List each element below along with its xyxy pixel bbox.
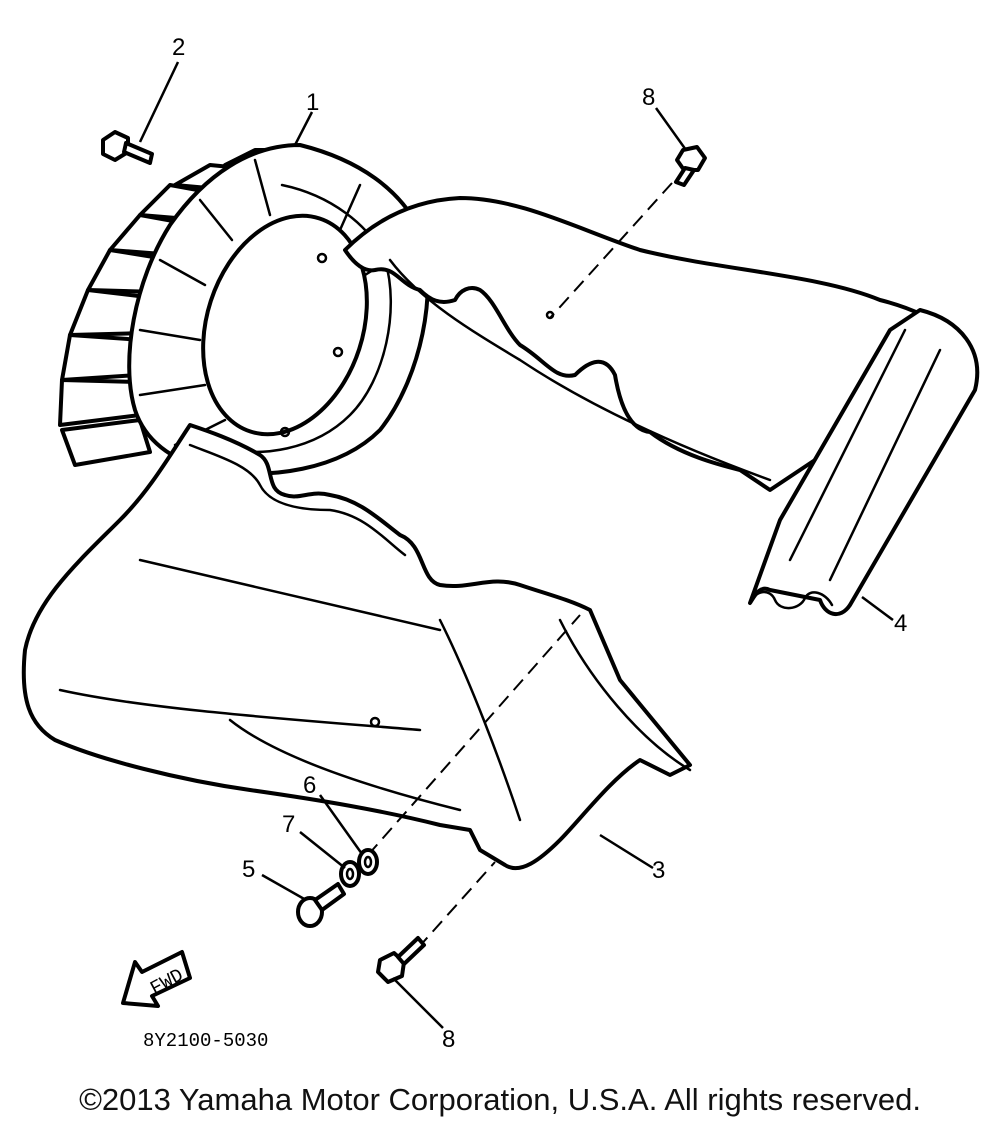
callout-8-lower-leader <box>392 977 444 1029</box>
callout-6-leader <box>318 794 364 855</box>
diagram-code: 8Y2100-5030 <box>143 1030 268 1052</box>
callout-2-leader <box>138 61 180 143</box>
bolt-8-lower-alignment-line <box>417 861 496 949</box>
callout-1[interactable]: 1 <box>306 89 319 116</box>
bolt-5-part[interactable] <box>296 882 346 928</box>
washer-alignment-line <box>367 614 581 856</box>
cover-strip-part[interactable] <box>748 308 980 616</box>
callout-7[interactable]: 7 <box>282 811 295 838</box>
fwd-arrow-icon: FWD <box>121 950 192 1008</box>
bolt-2-part[interactable] <box>101 130 154 165</box>
callout-8-upper[interactable]: 8 <box>642 84 655 111</box>
callout-7-leader <box>299 831 346 869</box>
callout-5[interactable]: 5 <box>242 856 255 883</box>
callout-5-leader <box>261 873 307 902</box>
lock-washer-7-part[interactable] <box>339 860 361 888</box>
bolt-8-upper-part[interactable] <box>674 145 707 187</box>
bolt-8-upper-alignment-line <box>549 182 673 319</box>
callout-4-leader <box>861 595 894 622</box>
callout-8-upper-leader <box>654 107 688 151</box>
washer-6-part[interactable] <box>357 848 379 876</box>
callout-1-leader <box>293 111 314 146</box>
callout-3[interactable]: 3 <box>652 857 665 884</box>
lower-cover-part[interactable] <box>21 423 692 871</box>
callout-6[interactable]: 6 <box>303 772 316 799</box>
callout-2[interactable]: 2 <box>172 34 185 61</box>
copyright-notice: ©2013 Yamaha Motor Corporation, U.S.A. A… <box>79 1082 921 1117</box>
callout-8-lower[interactable]: 8 <box>442 1026 455 1053</box>
bolt-8-lower-part[interactable] <box>376 936 426 984</box>
callout-3-leader <box>599 833 654 870</box>
flywheel-part[interactable] <box>58 143 430 476</box>
callout-4[interactable]: 4 <box>894 610 907 637</box>
